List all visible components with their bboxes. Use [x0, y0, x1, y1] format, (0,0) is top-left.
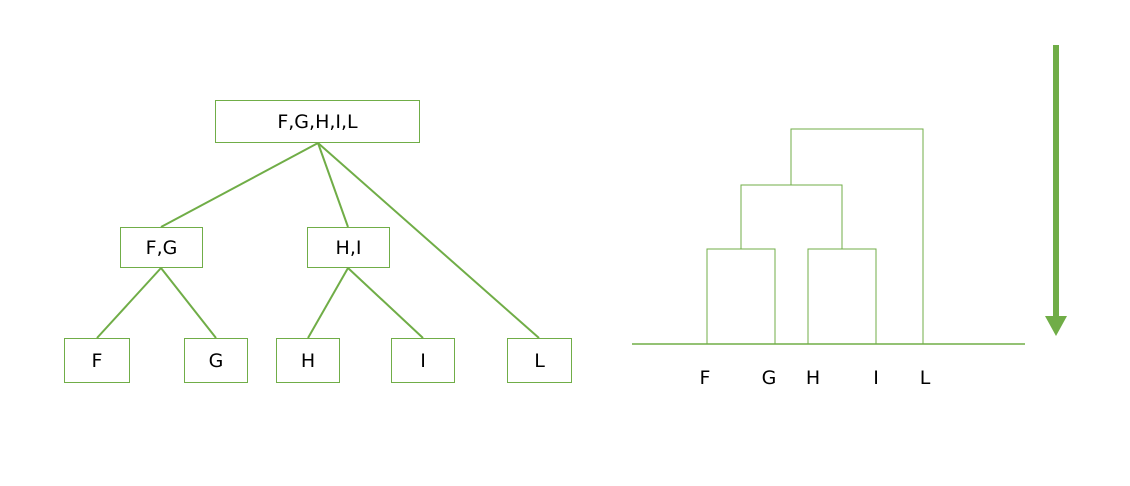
tree-leaf-h: H: [276, 338, 340, 383]
dendrogram-label-g: G: [761, 367, 777, 389]
tree-leaf-f: F: [64, 338, 130, 383]
tree-node-fg: F,G: [120, 227, 203, 268]
dendrogram-link-fg: [706, 248, 776, 344]
tree-leaf-l: L: [507, 338, 572, 383]
dendrogram: [632, 128, 1025, 345]
tree-node-root: F,G,H,I,L: [215, 100, 420, 143]
dendrogram-link-fghi: [740, 184, 843, 249]
edge-root-l: [317, 142, 540, 339]
tree-edges: [96, 142, 540, 339]
tree-leaf-g: G: [184, 338, 248, 383]
tree-leaf-i: I: [391, 338, 455, 383]
edge-root-fg: [160, 142, 319, 228]
dendrogram-link-hi: [807, 248, 877, 344]
edge-root-hi: [317, 142, 349, 228]
dendrogram-link-all: [790, 128, 924, 344]
dendrogram-label-f: F: [699, 367, 711, 389]
dendrogram-label-i: I: [873, 367, 879, 389]
edge-fg-f: [96, 267, 162, 339]
edge-fg-g: [160, 267, 217, 339]
edge-hi-h: [307, 267, 349, 339]
dendrogram-label-l: L: [919, 367, 931, 389]
tree-node-hi: H,I: [307, 227, 390, 268]
edge-hi-i: [347, 267, 424, 339]
dendrogram-label-h: H: [805, 367, 821, 389]
down-arrow-icon: [1045, 45, 1067, 336]
